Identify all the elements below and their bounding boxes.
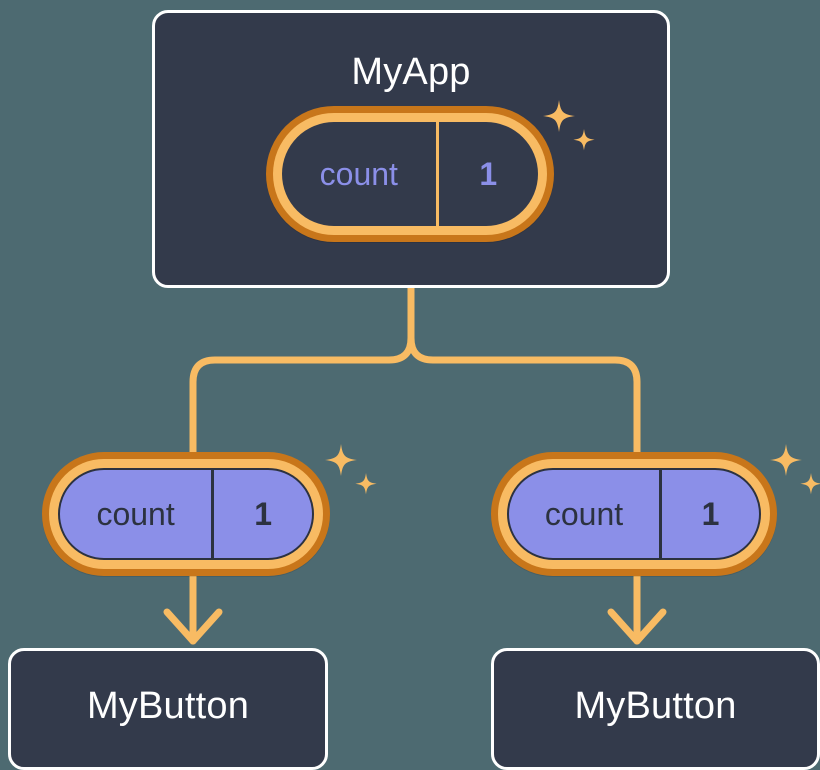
- state-pill-ring: count 1: [273, 113, 547, 235]
- state-pill-child-right[interactable]: count 1: [491, 452, 777, 576]
- component-title-mybutton: MyButton: [86, 685, 250, 727]
- state-pill-child-left[interactable]: count 1: [42, 452, 330, 576]
- state-pill-body: count 1: [58, 468, 314, 560]
- component-title-mybutton: MyButton: [574, 685, 737, 727]
- state-pill-ring: count 1: [498, 459, 770, 569]
- state-pill-key: count: [319, 155, 398, 192]
- sparkle-icon: [355, 473, 377, 495]
- state-pill-key: count: [96, 495, 175, 532]
- sparkle-icon: [800, 473, 820, 495]
- component-card-mybutton-right[interactable]: MyButton: [491, 648, 820, 770]
- state-pill-key: count: [544, 495, 624, 532]
- sparkle-icon: [770, 444, 802, 476]
- state-pill-value: 1: [659, 470, 759, 558]
- state-pill-ring: count 1: [49, 459, 323, 569]
- component-title-myapp: MyApp: [351, 51, 471, 93]
- state-pill-body: count 1: [282, 122, 538, 226]
- sparkle-icon: [325, 444, 357, 476]
- state-pill-root[interactable]: count 1: [266, 106, 554, 242]
- state-pill-value: 1: [435, 122, 538, 226]
- state-pill-value: 1: [211, 470, 312, 558]
- component-card-mybutton-left[interactable]: MyButton: [8, 648, 328, 770]
- state-pill-body: count 1: [507, 468, 761, 560]
